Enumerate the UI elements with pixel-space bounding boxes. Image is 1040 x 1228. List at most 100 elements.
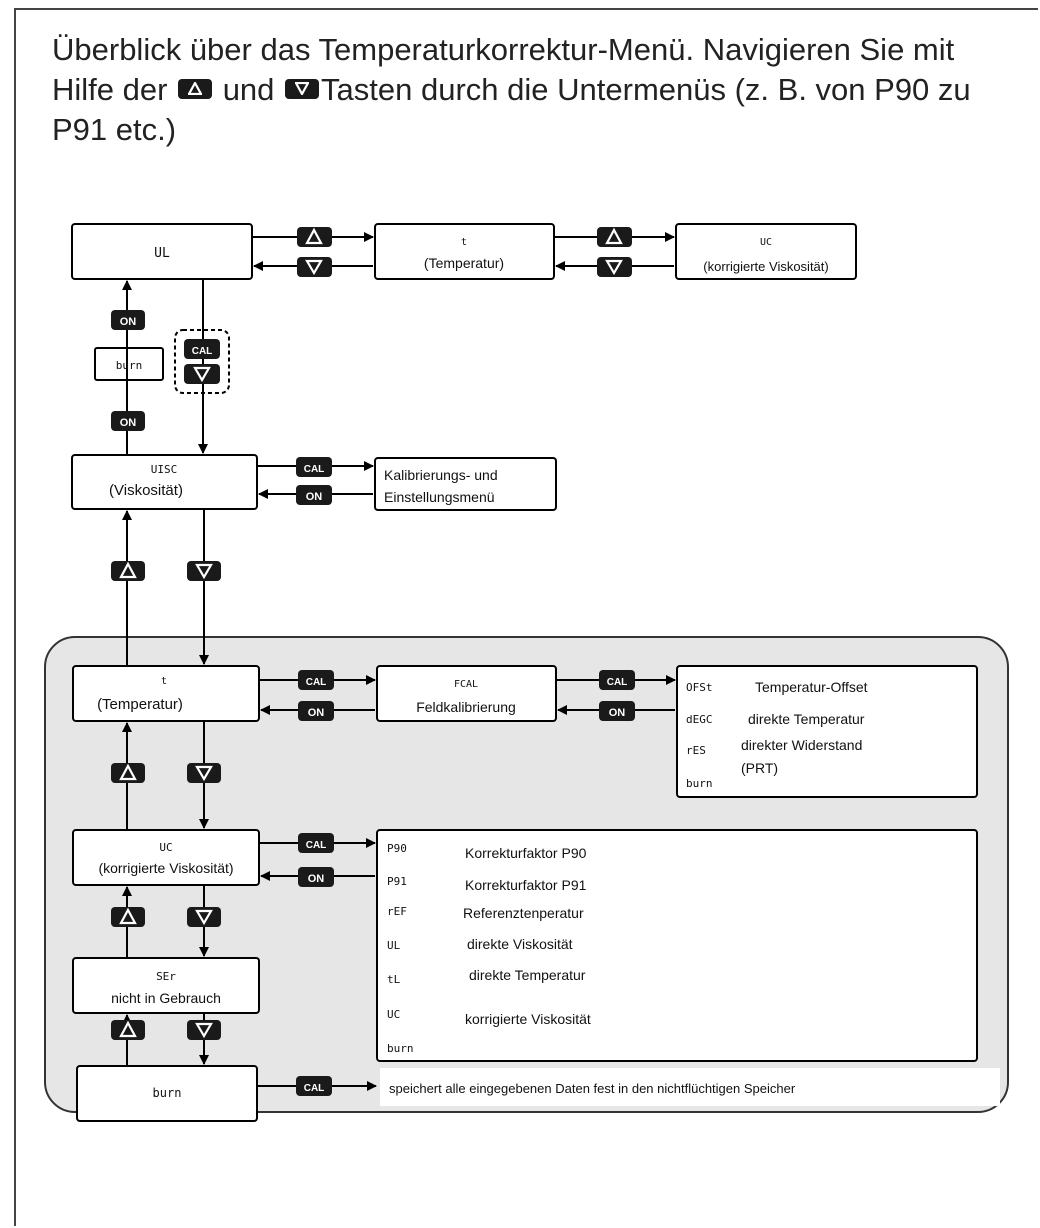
box-corrected-viscosity-top	[675, 223, 857, 280]
offset-code: OFSt	[686, 681, 713, 694]
key-label: ON	[308, 707, 325, 719]
key-label: CAL	[306, 840, 327, 851]
box-field-calibration	[376, 665, 557, 722]
offset-list: OFSt Temperatur-Offset dEGC direkte Temp…	[686, 679, 868, 790]
label-t-low: (Temperatur)	[97, 696, 183, 713]
key-label: CAL	[607, 677, 628, 688]
page-title: Überblick über das Temperaturkorrektur-M…	[52, 30, 1032, 150]
label-fcal: Feldkalibrierung	[416, 699, 516, 715]
key-label: ON	[308, 873, 325, 885]
offset-code: burn	[686, 777, 713, 790]
box-ser	[72, 957, 260, 1014]
correction-label: Korrekturfaktor P91	[465, 877, 587, 893]
down-key-mid-4	[187, 1020, 221, 1040]
label-ser: nicht in Gebrauch	[111, 990, 221, 1006]
up-key-top-2	[597, 227, 632, 247]
up-key-mid-1	[111, 561, 145, 581]
down-key-mid-3	[187, 907, 221, 927]
up-key-mid-4	[111, 1020, 145, 1040]
label-uc-low: (korrigierte Viskosität)	[98, 860, 233, 876]
cal-key-dashed: CAL	[184, 339, 220, 359]
key-label: CAL	[304, 1083, 325, 1094]
title-line-2-part-b: und	[222, 72, 275, 107]
box-burn-low	[76, 1065, 258, 1122]
up-key-mid-3	[111, 907, 145, 927]
key-label: ON	[306, 491, 323, 503]
code-t-low: t	[161, 676, 167, 687]
on-key-t-low: ON	[298, 701, 334, 721]
code-fcal: FCAL	[454, 679, 478, 690]
on-key-upper-1: ON	[111, 310, 145, 330]
box-temperature-low	[72, 665, 260, 722]
offset-label: direkter Widerstand	[741, 737, 862, 753]
key-label: ON	[609, 707, 626, 719]
key-label: CAL	[306, 677, 327, 688]
footer-note-box	[380, 1068, 1000, 1106]
title-line-1: Überblick über das Temperaturkorrektur-M…	[52, 32, 955, 67]
box-calibration-menu	[374, 457, 557, 511]
on-key-fcal: ON	[599, 701, 635, 721]
down-key-icon	[285, 78, 320, 99]
cal-key-burn: CAL	[296, 1076, 332, 1096]
code-burn-small: burn	[116, 359, 143, 372]
code-ser: SEr	[156, 970, 176, 983]
title-line-2: Hilfe der und Tasten durch die Untermenü…	[52, 70, 1032, 110]
offset-code: rES	[686, 744, 706, 757]
key-buttons: ON ON CAL CAL ON CAL ON CAL ON CAL ON CA…	[111, 227, 635, 1096]
code-t-top: t	[461, 237, 467, 248]
key-label: ON	[120, 417, 137, 429]
down-key-dashed	[184, 364, 220, 384]
box-temperature-top	[374, 223, 555, 280]
on-key-uc-low: ON	[298, 867, 334, 887]
code-visc: UISC	[151, 463, 178, 476]
box-correction-list	[376, 829, 978, 1062]
box-viscosity	[71, 454, 258, 510]
correction-label: direkte Temperatur	[469, 967, 586, 983]
box-burn-small	[94, 347, 164, 381]
cal-key-fcal: CAL	[599, 670, 635, 690]
correction-code: burn	[387, 1042, 414, 1055]
cal-key-t-low: CAL	[298, 670, 334, 690]
box-ul	[71, 223, 253, 280]
down-key-top-2	[597, 257, 632, 277]
label-t-top: (Temperatur)	[424, 255, 504, 271]
box-offset-list	[676, 665, 978, 798]
correction-code: tL	[387, 973, 401, 986]
label-calmenu-2: Einstellungsmenü	[384, 489, 495, 505]
footer-note: speichert alle eingegebenen Daten fest i…	[389, 1081, 796, 1096]
title-line-2-part-a: Hilfe der	[52, 72, 168, 107]
cal-key-visc: CAL	[296, 457, 332, 477]
offset-label: Temperatur-Offset	[755, 679, 868, 695]
code-ul: UL	[154, 246, 170, 261]
offset-label: direkte Temperatur	[748, 711, 865, 727]
correction-code: UL	[387, 939, 401, 952]
down-key-mid-2	[187, 763, 221, 783]
correction-list: P90 Korrekturfaktor P90 P91 Korrekturfak…	[387, 842, 591, 1055]
up-key-icon	[178, 78, 213, 99]
title-line-2-part-c: Tasten durch die Untermenüs (z. B. von P…	[321, 72, 971, 107]
code-uc-low: UC	[159, 841, 172, 854]
up-key-top-1	[297, 227, 332, 247]
down-key-top-1	[297, 257, 332, 277]
up-key-mid-2	[111, 763, 145, 783]
key-label: ON	[120, 316, 137, 328]
title-line-3: P91 etc.)	[52, 112, 177, 147]
correction-label: Korrekturfaktor P90	[465, 845, 587, 861]
correction-label: direkte Viskosität	[467, 936, 573, 952]
cal-key-uc-low: CAL	[298, 833, 334, 853]
on-key-upper-2: ON	[111, 411, 145, 431]
label-calmenu-1: Kalibrierungs- und	[384, 467, 498, 483]
label-visc: (Viskosität)	[109, 482, 183, 499]
page-frame	[14, 8, 1038, 1226]
correction-label: Referenztenperatur	[463, 905, 584, 921]
key-label: CAL	[304, 464, 325, 475]
code-burn-low: burn	[153, 1086, 182, 1100]
key-label: CAL	[192, 346, 213, 357]
label-uc-top: (korrigierte Viskosität)	[703, 259, 828, 274]
correction-label: korrigierte Viskosität	[465, 1011, 591, 1027]
code-uc-top: UC	[760, 237, 772, 248]
offset-label: (PRT)	[741, 760, 778, 776]
correction-code: P90	[387, 842, 407, 855]
correction-code: P91	[387, 875, 407, 888]
